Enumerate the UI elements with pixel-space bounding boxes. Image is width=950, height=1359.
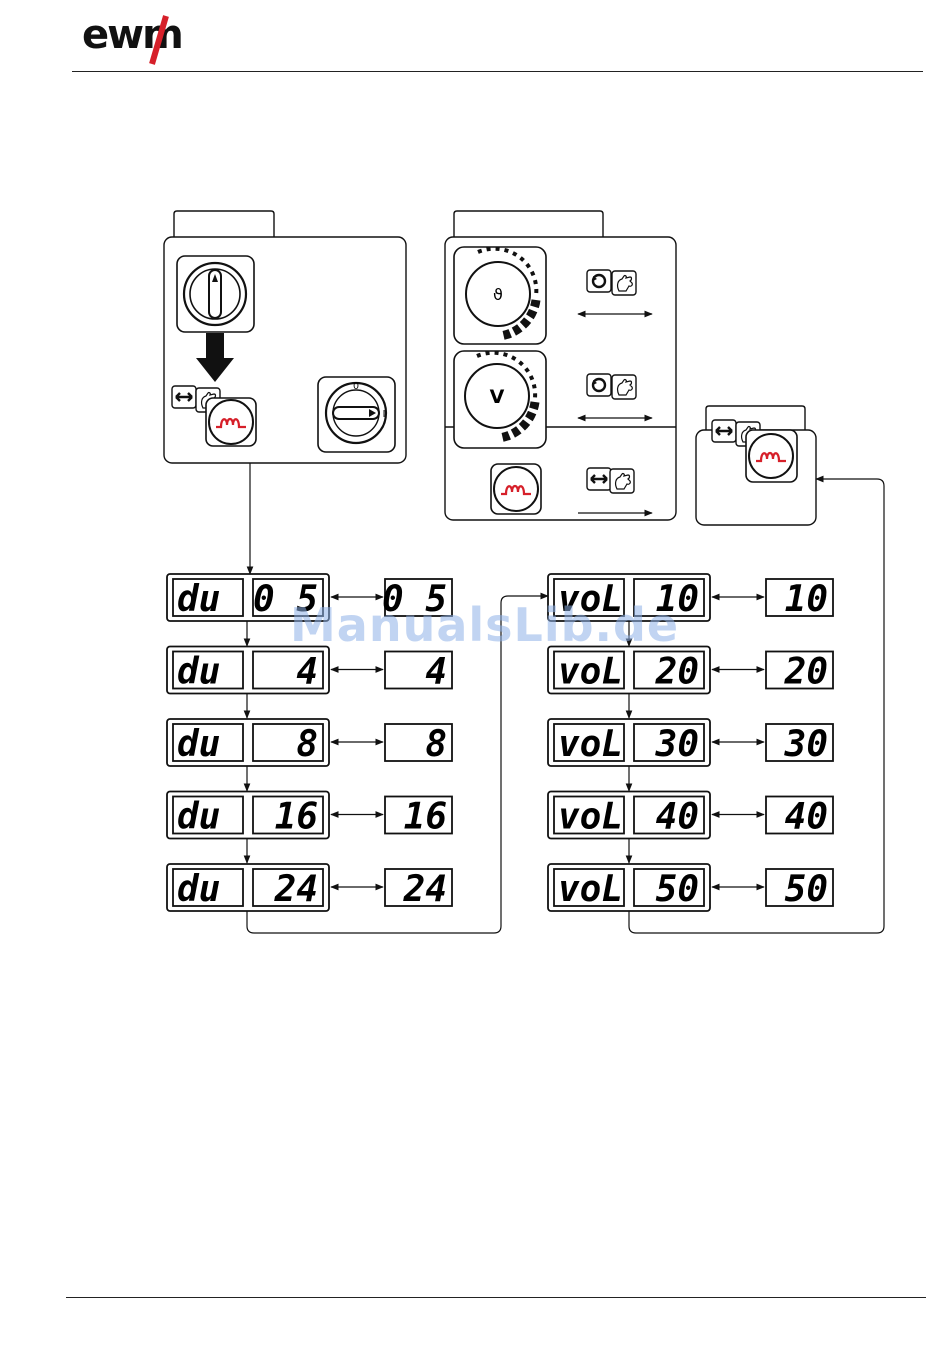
wire-inch-button-icon[interactable]	[206, 398, 256, 446]
du-row: du 16 16	[167, 792, 452, 839]
result-value: 4	[425, 652, 447, 693]
vol-row: voL 20 20	[548, 647, 833, 694]
du-row: du 4 4	[167, 647, 452, 694]
main-switch-zero-label: 0	[353, 381, 359, 392]
main-switch-one-label: I	[383, 409, 386, 420]
parameter-code: du	[177, 724, 220, 765]
push-button-hand-icon	[587, 468, 634, 493]
parameter-value: 24	[274, 869, 318, 910]
du-row: du 8 8	[167, 719, 452, 766]
result-value: 8	[425, 724, 447, 765]
result-value: 40	[785, 797, 828, 838]
result-value: 24	[403, 869, 447, 910]
parameter-code: voL	[558, 797, 623, 838]
parameter-code: voL	[558, 724, 623, 765]
result-value: 16	[404, 797, 447, 838]
knob-lower-symbol: V	[490, 386, 505, 408]
parameter-value: 20	[655, 652, 699, 693]
watermark: ManualsLib.de	[290, 598, 679, 652]
wire-inch-button-icon[interactable]	[746, 430, 797, 482]
du-row: du 24 24	[167, 864, 452, 911]
result-value: 30	[784, 724, 828, 765]
parameter-value: 30	[655, 724, 699, 765]
wire-speed-knob-icon[interactable]: ϑ	[454, 247, 546, 344]
parameter-code: voL	[558, 652, 623, 693]
result-value: 50	[785, 869, 828, 910]
result-value: 10	[785, 579, 828, 620]
rotary-selector-knob-icon[interactable]	[177, 256, 254, 332]
parameter-code: voL	[558, 869, 623, 910]
parameter-value: 50	[656, 869, 699, 910]
vol-row: voL 40 40	[548, 792, 833, 839]
knob-upper-symbol: ϑ	[493, 285, 503, 304]
parameter-value: 40	[656, 797, 699, 838]
wire-inch-button-icon[interactable]	[491, 464, 541, 514]
voltage-knob-icon[interactable]: V	[454, 351, 546, 448]
parameter-value: 16	[275, 797, 318, 838]
parameter-value: 4	[296, 652, 318, 693]
parameter-value: 8	[296, 724, 318, 765]
parameter-code: du	[177, 652, 220, 693]
parameter-code: du	[177, 797, 220, 838]
vol-row: voL 50 50	[548, 864, 833, 911]
vol-row: voL 30 30	[548, 719, 833, 766]
rotate-hand-icon	[587, 270, 636, 295]
result-value: 20	[784, 652, 828, 693]
main-switch-icon[interactable]: 0 I	[318, 377, 395, 452]
parameter-code: du	[177, 579, 220, 620]
parameter-code: du	[177, 869, 220, 910]
rotate-hand-icon	[587, 374, 636, 399]
